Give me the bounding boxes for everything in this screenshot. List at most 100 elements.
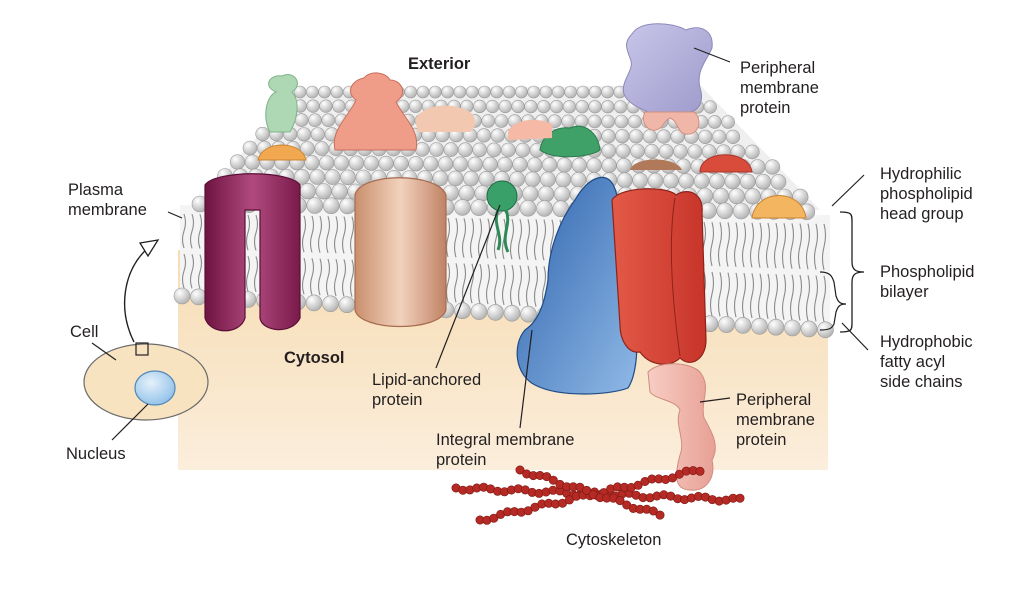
head-group-top	[536, 200, 553, 217]
head-group-top	[244, 154, 260, 170]
head-group-top	[644, 143, 660, 159]
head-group-bottom	[173, 287, 191, 305]
head-group-top	[470, 199, 488, 216]
fatty-acyl-tail	[533, 265, 539, 307]
head-group-top	[562, 100, 577, 114]
head-group-top	[294, 113, 309, 127]
head-group-top	[447, 170, 464, 187]
head-group-top	[339, 197, 356, 215]
head-group-top	[315, 183, 332, 200]
surface-protein-orange-dome	[257, 144, 307, 161]
head-group-top	[458, 184, 475, 202]
head-group-top	[588, 85, 602, 99]
head-group-top	[687, 144, 703, 159]
head-group-top	[482, 156, 498, 172]
fatty-acyl-tail	[189, 213, 195, 249]
fatty-acyl-tail	[517, 219, 523, 260]
head-group-top	[348, 155, 365, 171]
head-group-top	[630, 143, 645, 159]
head-group-top	[711, 129, 727, 144]
fatty-acyl-tail	[757, 273, 763, 319]
head-group-top	[601, 85, 614, 99]
fatty-acyl-tail	[821, 223, 827, 271]
fatty-acyl-tail	[189, 254, 195, 289]
head-group-top	[378, 155, 394, 171]
head-group-top	[321, 113, 336, 127]
head-group-top	[296, 127, 312, 142]
head-group-top	[463, 170, 479, 187]
head-group-top	[443, 142, 459, 157]
head-group-top	[709, 173, 725, 189]
head-group-top	[700, 202, 717, 219]
fatty-acyl-tail	[453, 263, 459, 303]
fatty-acyl-tail	[501, 264, 507, 306]
head-group-top	[416, 85, 430, 99]
actin-filament	[582, 485, 592, 495]
head-group-top	[721, 115, 735, 129]
brace-hydrophobic	[819, 271, 847, 331]
head-group-top	[319, 155, 335, 171]
head-group-top	[472, 142, 487, 158]
head-group-bottom	[470, 303, 488, 320]
head-group-top	[490, 128, 505, 143]
label-hydrophobic-side-chains: Hydrophobic fatty acyl side chains	[880, 333, 973, 391]
head-group-top	[452, 156, 469, 172]
label-cytoskeleton: Cytoskeleton	[566, 531, 662, 549]
head-group-top	[524, 99, 538, 114]
fatty-acyl-tail	[717, 272, 723, 317]
fatty-acyl-tail	[485, 264, 491, 305]
head-group-top	[308, 113, 322, 127]
head-group-bottom	[322, 295, 339, 313]
head-group-top	[494, 114, 509, 128]
head-group-top	[515, 142, 531, 158]
label-peripheral-membrane-protein-bottom: Peripheral membrane protein	[736, 391, 815, 449]
head-group-top	[627, 114, 642, 129]
fatty-acyl-tail	[821, 275, 827, 322]
fatty-acyl-tail	[781, 274, 787, 320]
head-group-top	[423, 156, 439, 172]
head-group-top	[330, 85, 344, 99]
leader-integral	[519, 329, 533, 429]
head-group-top	[527, 157, 543, 173]
head-group-top	[486, 142, 502, 158]
head-group-top	[305, 85, 319, 99]
fatty-acyl-tail	[349, 216, 355, 254]
head-group-top	[744, 188, 761, 205]
fatty-acyl-tail	[525, 265, 531, 307]
head-group-top	[340, 169, 356, 186]
fatty-acyl-tail	[181, 253, 187, 289]
channel-protein	[204, 173, 301, 332]
head-group-top	[428, 85, 442, 99]
fatty-acyl-tail	[453, 218, 459, 258]
leader-nucleus	[111, 403, 149, 441]
head-group-top	[322, 197, 340, 214]
head-group-top	[551, 85, 565, 99]
magnify-arrow	[123, 245, 151, 343]
head-group-top	[314, 141, 330, 156]
head-group-top	[576, 85, 590, 99]
head-group-top	[537, 99, 551, 114]
surface-protein-brown-dome	[630, 159, 682, 170]
fatty-acyl-tail	[461, 263, 467, 303]
head-group-top	[616, 158, 632, 174]
head-group-top	[770, 174, 787, 190]
head-group-bottom	[734, 317, 752, 334]
actin-filament	[548, 475, 558, 485]
fatty-acyl-tail	[469, 263, 475, 304]
red-protein-divider	[670, 197, 681, 357]
fatty-acyl-tail	[717, 222, 723, 267]
fatty-acyl-tail	[725, 222, 731, 267]
fatty-acyl-tail	[253, 214, 259, 251]
head-group-top	[473, 99, 487, 113]
fatty-acyl-tail	[485, 218, 491, 259]
label-integral-membrane-protein: Integral membrane protein	[436, 431, 575, 469]
head-group-top	[409, 99, 423, 113]
head-group-top	[587, 114, 602, 129]
head-group-top	[716, 202, 734, 220]
head-group-bottom	[338, 296, 356, 314]
fatty-acyl-tail	[197, 214, 203, 249]
fatty-acyl-tail	[317, 258, 323, 296]
head-group-top	[656, 129, 671, 144]
fatty-acyl-tail	[733, 272, 739, 318]
